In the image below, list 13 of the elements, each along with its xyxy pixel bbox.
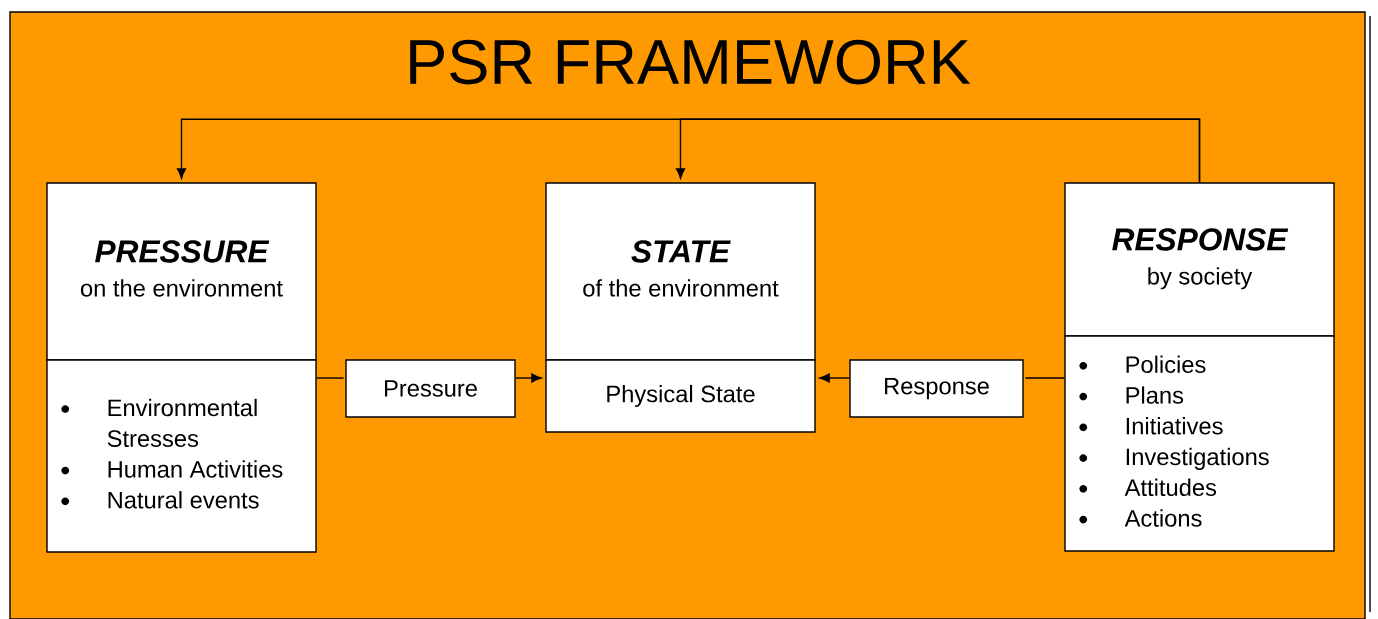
title: PSR FRAMEWORK [410,39,971,85]
list-box: Environmental Stresses Human Activities Natural events [46,359,317,553]
state-box: Physical State [545,359,816,433]
arrow [819,373,850,383]
label-box: Response [849,359,1024,418]
label-box: Pressure [345,359,516,418]
header-box: PRESSURE on the environment [46,182,317,361]
list-box: Policies Plans Initiatives Investigations Attitudes Actions [1064,335,1335,552]
arrow [675,118,1201,183]
connector-line [316,377,345,379]
header-box: RESPONSE by society [1064,182,1335,337]
arrow [515,373,542,383]
connector-line [1024,377,1065,379]
